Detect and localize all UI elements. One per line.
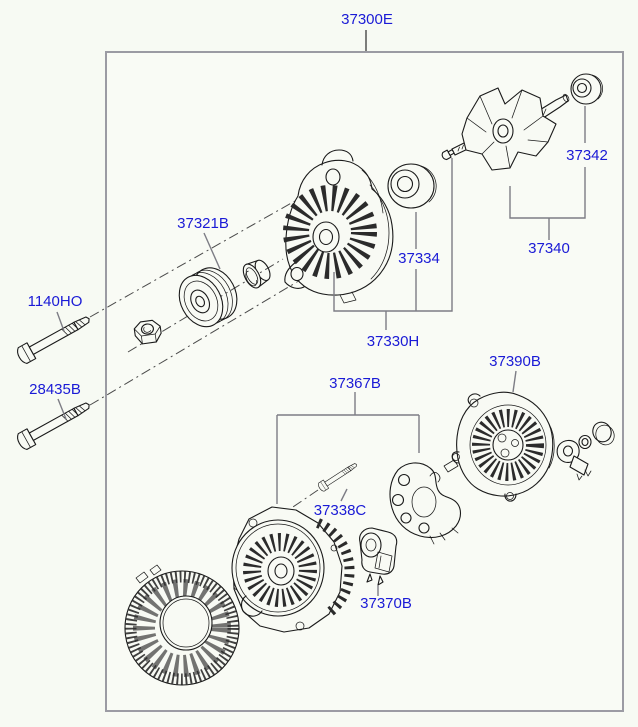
part-label-assembly[interactable]: 37300E [341,11,393,28]
part-label-front-bracket[interactable]: 37330H [367,333,420,350]
pulley-nut-drawing [133,319,162,345]
rotor-drawing [451,87,570,171]
part-label-rectifier[interactable]: 37367B [329,375,381,392]
part-label-rear-cover[interactable]: 37390B [489,353,541,370]
terminal-hardware-drawing [556,421,615,481]
part-label-pulley[interactable]: 37321B [177,215,229,232]
part-label-bearing-front[interactable]: 37334 [398,250,440,267]
pulley-drawing [178,267,238,328]
regulator-drawing [359,527,398,586]
rear-housing-drawing [231,506,355,633]
part-label-rectifier-bolt[interactable]: 37338C [314,502,367,519]
front-bracket-assembly-drawing [283,149,394,304]
front-bearing-drawing [387,163,437,209]
shaft-bushing-drawing [242,259,271,289]
rectifier-drawing [389,459,462,545]
assembly-axis-lines [89,183,326,510]
part-label-bearing-rear[interactable]: 37342 [566,147,608,164]
rear-cover-drawing [451,391,555,502]
rear-bearing-drawing [570,73,604,105]
part-label-regulator[interactable]: 37370B [360,595,412,612]
part-label-bolt-upper[interactable]: 1140HO [28,293,83,310]
part-label-bolt-lower[interactable]: 28435B [29,381,81,398]
part-label-rotor[interactable]: 37340 [528,240,570,257]
callout-bracket-lines [56,106,586,596]
stator-drawing [124,564,240,686]
